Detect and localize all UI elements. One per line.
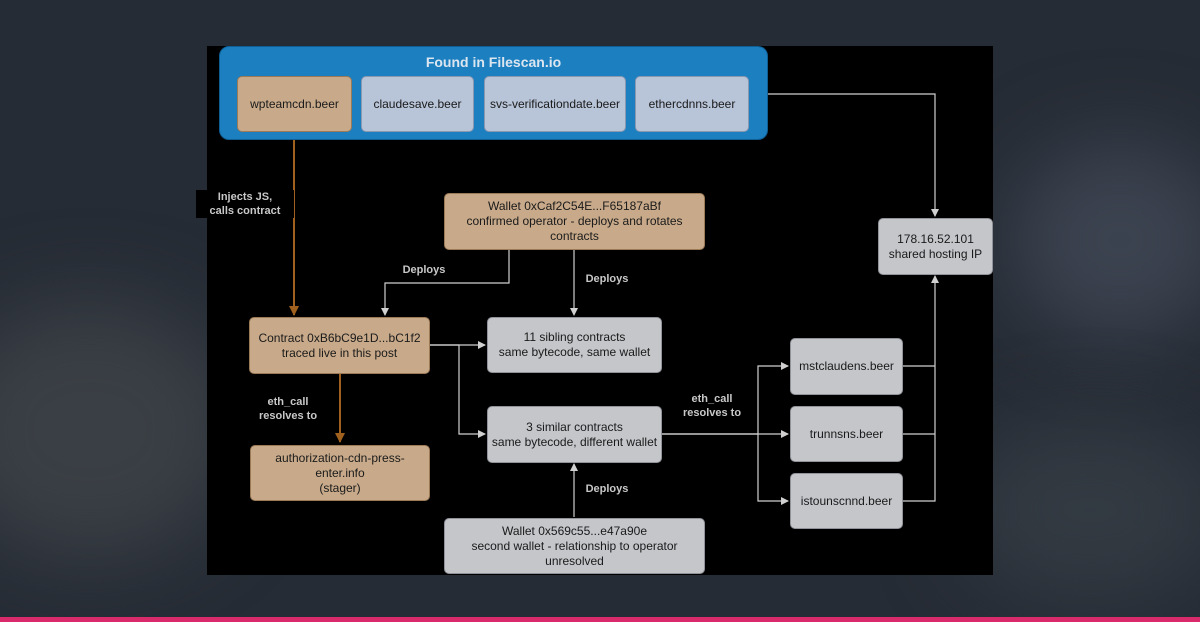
domain-node-svs-verificationdate[interactable]: svs-verificationdate.beer	[484, 76, 626, 132]
node-label-line1: 178.16.52.101	[897, 231, 974, 246]
node-label-line2: (stager)	[319, 480, 361, 495]
edge-label-line: resolves to	[258, 410, 318, 422]
edge-label-line: Injects JS,	[217, 191, 273, 203]
edge-label-eth-call: eth_call resolves to	[672, 392, 752, 420]
background-glow	[1010, 140, 1200, 340]
edge-label-line: calls contract	[209, 205, 281, 217]
edge-resolved-ip	[903, 276, 935, 502]
domain-node-claudesave[interactable]: claudesave.beer	[361, 76, 474, 132]
edge-label-deploys: Deploys	[579, 272, 635, 286]
edge-wallet1-contract	[381, 250, 510, 316]
resolved-domain-istounscnnd[interactable]: istounscnnd.beer	[790, 473, 903, 529]
edge-contract-similar	[430, 344, 486, 438]
node-label-line2: shared hosting IP	[888, 246, 983, 261]
node-label-line1: Contract 0xB6bC9e1D...bC1f2	[258, 330, 421, 345]
node-label-line1: Wallet 0x569c55...e47a90e	[502, 523, 647, 538]
node-label-line1: 3 similar contracts	[526, 419, 623, 434]
edge-label-text: Deploys	[585, 483, 629, 495]
node-label-line1: Wallet 0xCaf2C54E...F65187aBf	[488, 199, 661, 213]
wallet-second-node[interactable]: Wallet 0x569c55...e47a90e second wallet …	[444, 518, 705, 574]
stager-node[interactable]: authorization-cdn-press-enter.info (stag…	[250, 445, 430, 501]
similar-contracts-node[interactable]: 3 similar contracts same bytecode, diffe…	[487, 406, 662, 463]
sibling-contracts-node[interactable]: 11 sibling contracts same bytecode, same…	[487, 317, 662, 373]
node-label: mstclaudens.beer	[799, 359, 894, 373]
node-label: trunnsns.beer	[809, 426, 884, 441]
resolved-domain-trunnsns[interactable]: trunnsns.beer	[790, 406, 903, 462]
edge-label-text: Deploys	[402, 264, 446, 276]
node-label: wpteamcdn.beer	[250, 96, 339, 111]
node-label-line2: same bytecode, different wallet	[491, 434, 658, 449]
background-glow	[0, 300, 240, 560]
edge-label-line: resolves to	[682, 407, 742, 419]
node-label: svs-verificationdate.beer	[489, 96, 621, 111]
node-label-line1: 11 sibling contracts	[523, 330, 626, 344]
domain-node-wpteamcdn[interactable]: wpteamcdn.beer	[237, 76, 352, 132]
edge-label-injects: Injects JS, calls contract	[196, 190, 294, 218]
edge-label-text: Deploys	[585, 273, 629, 285]
node-label: ethercdnns.beer	[648, 96, 736, 111]
node-label-line2: second wallet - relationship to operator…	[471, 538, 678, 568]
node-label-line2: confirmed operator - deploys and rotates…	[466, 214, 683, 243]
group-title: Found in Filescan.io	[425, 54, 562, 70]
edge-label-eth-call: eth_call resolves to	[248, 395, 328, 423]
edge-similar-istounscnnd	[757, 434, 789, 505]
edge-label-line: eth_call	[691, 393, 733, 405]
node-label-line2: same bytecode, same wallet	[498, 345, 651, 359]
background-glow	[960, 420, 1200, 600]
node-label-line1: authorization-cdn-press-enter.info	[275, 450, 405, 480]
node-label-line2: traced live in this post	[281, 345, 398, 360]
edge-group-ip	[768, 93, 939, 217]
edge-label-deploys: Deploys	[579, 482, 635, 496]
hosting-ip-node[interactable]: 178.16.52.101 shared hosting IP	[878, 218, 993, 275]
domain-node-ethercdnns[interactable]: ethercdnns.beer	[635, 76, 749, 132]
edge-label-line: eth_call	[267, 396, 309, 408]
wallet-operator-node[interactable]: Wallet 0xCaf2C54E...F65187aBf confirmed …	[444, 193, 705, 250]
resolved-domain-mstclaudens[interactable]: mstclaudens.beer	[790, 338, 903, 395]
node-label: istounscnnd.beer	[800, 493, 893, 508]
bottom-accent-bar	[0, 617, 1200, 622]
node-label: claudesave.beer	[373, 96, 462, 111]
contract-node[interactable]: Contract 0xB6bC9e1D...bC1f2 traced live …	[249, 317, 430, 374]
edge-label-deploys: Deploys	[396, 263, 452, 277]
